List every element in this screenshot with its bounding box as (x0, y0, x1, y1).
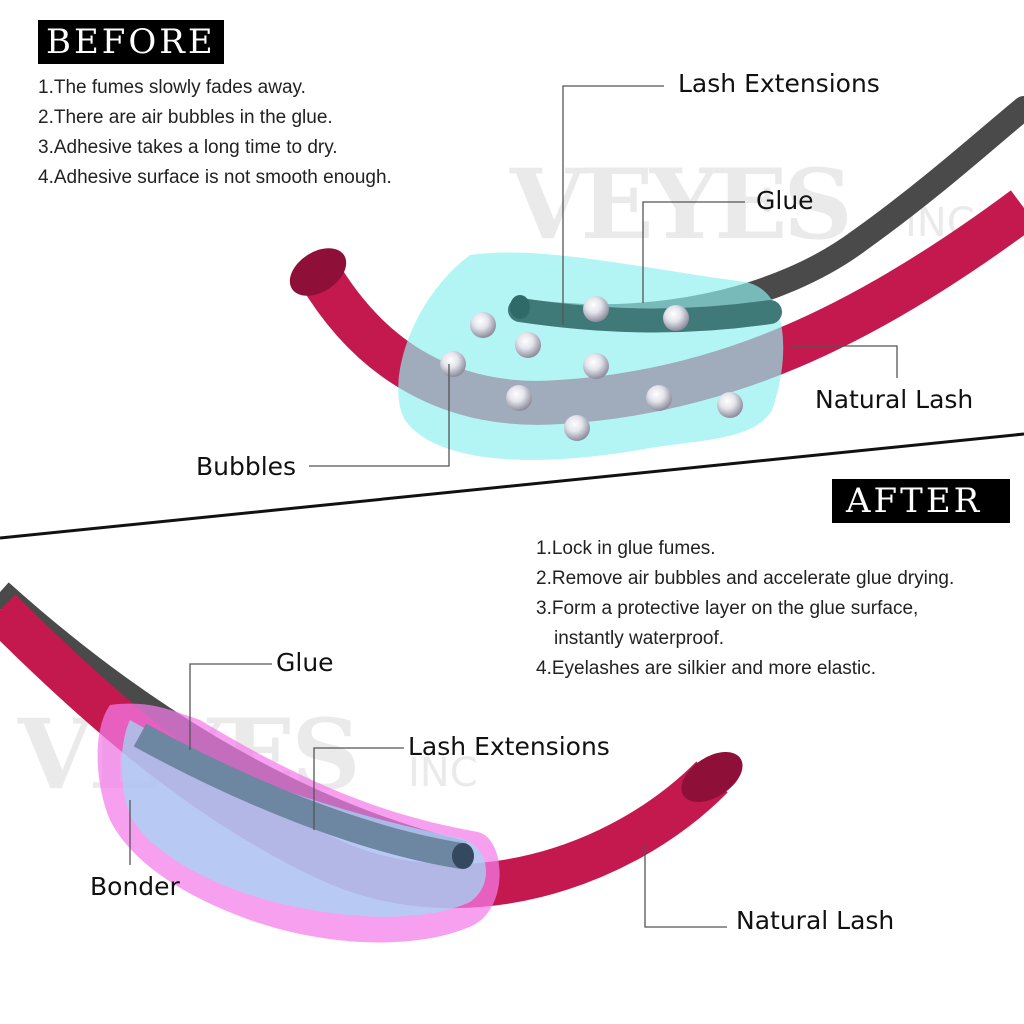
label-after-lash-extensions: Lash Extensions (408, 732, 610, 761)
watermark-top: VEYES INC (509, 148, 975, 261)
after-note-4: 4.Eyelashes are silkier and more elastic… (536, 658, 877, 679)
before-bubbles (440, 296, 743, 441)
label-before-glue: Glue (756, 186, 814, 215)
after-extension-in-glue (133, 723, 465, 869)
label-after-bonder: Bonder (90, 872, 180, 901)
svg-text:INC: INC (408, 750, 478, 796)
label-before-bubbles: Bubbles (196, 452, 297, 481)
after-leader-lines (129, 663, 727, 928)
section-divider (0, 432, 1024, 540)
after-note-3: 3.Form a protective layer on the glue su… (536, 598, 919, 619)
after-note-1: 1.Lock in glue fumes. (536, 538, 716, 559)
after-note-3-continued: instantly waterproof. (554, 628, 725, 649)
before-note-1: 1.The fumes slowly fades away. (38, 77, 306, 98)
before-extension-in-glue (508, 298, 782, 333)
before-note-4: 4.Adhesive surface is not smooth enough. (38, 167, 392, 188)
label-after-glue: Glue (276, 648, 334, 677)
before-notes: 1.The fumes slowly fades away. 2.There a… (38, 73, 392, 193)
label-before-natural-lash: Natural Lash (815, 385, 974, 414)
after-note-2: 2.Remove air bubbles and accelerate glue… (536, 568, 955, 589)
before-note-3: 3.Adhesive takes a long time to dry. (38, 137, 338, 158)
after-notes: 1.Lock in glue fumes. 2.Remove air bubbl… (536, 534, 954, 684)
after-badge: AFTER (832, 479, 1011, 523)
after-extension-tip (452, 843, 474, 869)
label-after-natural-lash: Natural Lash (736, 906, 895, 935)
label-before-lash-extensions: Lash Extensions (678, 69, 880, 98)
before-badge: BEFORE (38, 20, 224, 64)
before-leader-lines (309, 85, 898, 467)
before-note-2: 2.There are air bubbles in the glue. (38, 107, 333, 128)
before-extension-tip (510, 295, 530, 319)
svg-text:VEYES: VEYES (509, 148, 849, 261)
